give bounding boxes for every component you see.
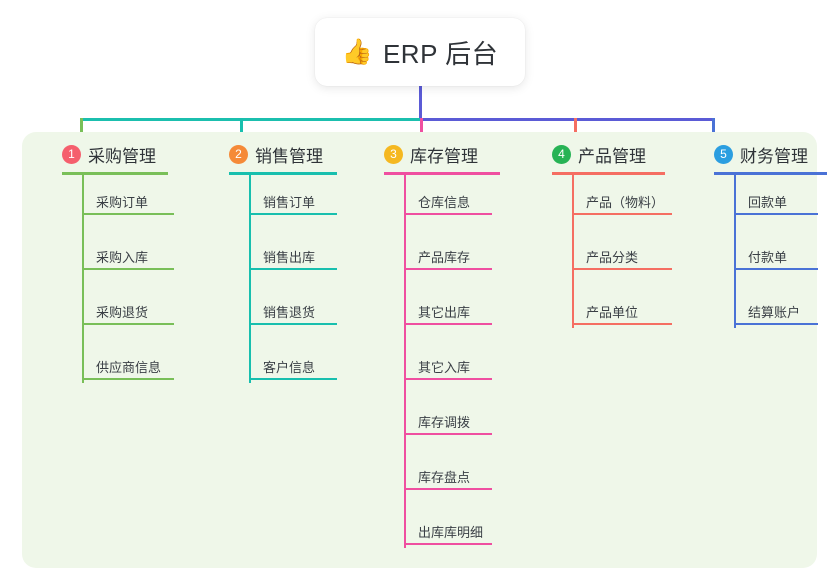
branch-item-label: 库存盘点 [418,470,471,485]
branch-item-label: 结算账户 [748,305,801,320]
branch-item-label: 产品分类 [586,250,639,265]
branch-item-rule [249,378,337,380]
branch-item[interactable]: 出库库明细 [404,519,492,545]
branch-number-badge: 1 [62,145,81,164]
branch-spine [572,175,574,328]
branch-rule [384,172,500,175]
branch-item-label: 仓库信息 [418,195,471,210]
branch-item[interactable]: 采购订单 [82,189,174,215]
branch-item-rule [82,213,174,215]
branch-item-rule [82,323,174,325]
branch-item[interactable]: 结算账户 [734,299,818,325]
branch-number-badge: 4 [552,145,571,164]
branch-item[interactable]: 仓库信息 [404,189,492,215]
branch-item-rule [404,323,492,325]
branch-item-rule [404,213,492,215]
branch-item-label: 付款单 [748,250,788,265]
branch-item[interactable]: 销售退货 [249,299,337,325]
branch-rule [229,172,337,175]
branch-item[interactable]: 库存调拨 [404,409,492,435]
branch-item-rule [734,323,818,325]
branch-number-badge: 5 [714,145,733,164]
branch-item[interactable]: 采购退货 [82,299,174,325]
branch-item-rule [249,213,337,215]
thumbs-up-icon: 👍 [341,37,373,66]
branch-spine [734,175,736,328]
branch-item-label: 产品单位 [586,305,639,320]
branch-item-label: 销售退货 [263,305,316,320]
branch-item[interactable]: 产品（物料） [572,189,672,215]
branch-item-rule [82,378,174,380]
branch-header-2[interactable]: 2 销售管理 [229,142,323,167]
branch-item-rule [734,213,818,215]
branch-item[interactable]: 产品单位 [572,299,672,325]
branch-item-rule [572,268,672,270]
branch-title: 销售管理 [255,147,323,166]
branch-item[interactable]: 产品库存 [404,244,492,270]
branch-item[interactable]: 销售出库 [249,244,337,270]
branch-item-rule [404,378,492,380]
branch-item-rule [249,268,337,270]
branch-number-badge: 3 [384,145,403,164]
branch-header-3[interactable]: 3 库存管理 [384,142,478,167]
branch-item[interactable]: 库存盘点 [404,464,492,490]
branch-title: 库存管理 [410,147,478,166]
branch-rule [552,172,665,175]
branch-spine [404,175,406,548]
branch-rule [714,172,827,175]
branch-item[interactable]: 回款单 [734,189,818,215]
branch-header-1[interactable]: 1 采购管理 [62,142,156,167]
branch-item-label: 采购订单 [96,195,149,210]
branch-item[interactable]: 销售订单 [249,189,337,215]
branch-item-label: 销售订单 [263,195,316,210]
branch-number-badge: 2 [229,145,248,164]
branch-item[interactable]: 付款单 [734,244,818,270]
trunk-line-left [80,118,420,121]
branch-item-rule [404,268,492,270]
branch-item-rule [404,488,492,490]
branch-item-label: 采购退货 [96,305,149,320]
branch-item-rule [82,268,174,270]
root-title: ERP 后台 [382,38,499,69]
branch-item[interactable]: 其它出库 [404,299,492,325]
branch-item-label: 客户信息 [263,360,316,375]
branch-title: 财务管理 [740,147,808,166]
trunk-line-right [420,118,712,121]
branch-item-label: 其它出库 [418,305,471,320]
branch-spine [82,175,84,383]
branch-item-label: 产品库存 [418,250,471,265]
branch-item-rule [572,213,672,215]
branch-item[interactable]: 产品分类 [572,244,672,270]
root-stem-line [418,86,422,121]
branch-title: 产品管理 [578,147,646,166]
branch-item-label: 其它入库 [418,360,471,375]
branch-header-5[interactable]: 5 财务管理 [714,142,808,167]
branch-item[interactable]: 客户信息 [249,354,337,380]
branch-item-label: 产品（物料） [586,195,665,210]
branch-item-rule [404,543,492,545]
branch-title: 采购管理 [88,147,156,166]
branch-item-label: 库存调拨 [418,415,471,430]
branch-header-4[interactable]: 4 产品管理 [552,142,646,167]
branch-item-label: 供应商信息 [96,360,162,375]
branch-item-rule [404,433,492,435]
branch-item[interactable]: 采购入库 [82,244,174,270]
branch-spine [249,175,251,383]
branch-item-label: 出库库明细 [418,525,484,540]
branch-item-label: 回款单 [748,195,788,210]
branch-item-label: 销售出库 [263,250,316,265]
branch-item-rule [734,268,818,270]
root-node[interactable]: 👍 ERP 后台 [315,18,525,86]
branch-item-rule [572,323,672,325]
branch-rule [62,172,168,175]
branch-item[interactable]: 供应商信息 [82,354,174,380]
branch-item-label: 采购入库 [96,250,149,265]
branch-item[interactable]: 其它入库 [404,354,492,380]
branches-panel: 1 采购管理采购订单采购入库采购退货供应商信息 2 销售管理销售订单销售出库销售退货客… [22,132,827,568]
branch-item-rule [249,323,337,325]
